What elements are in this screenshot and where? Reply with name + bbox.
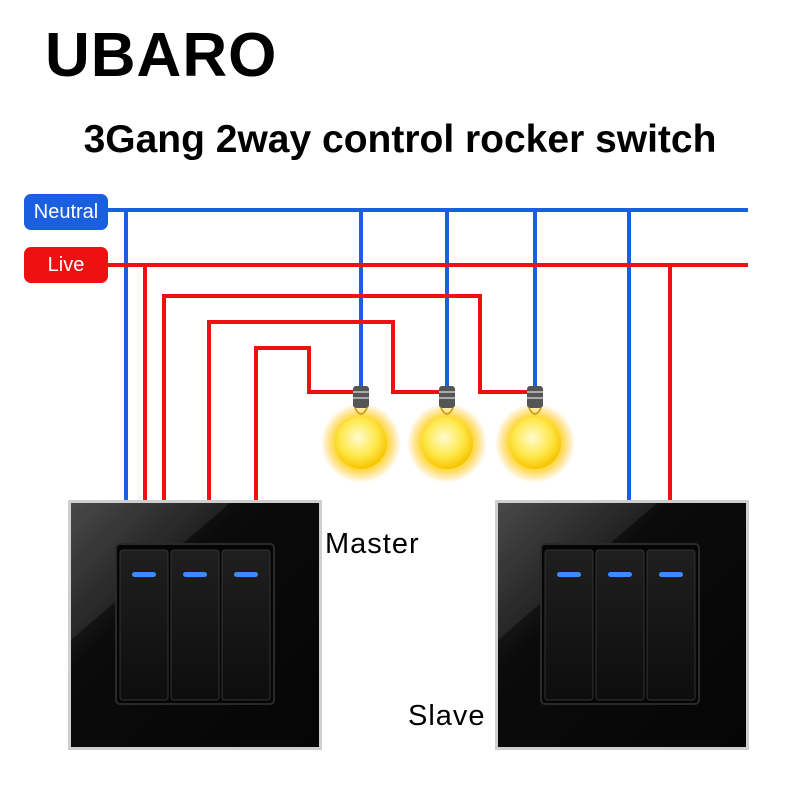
slave-switch-panel	[495, 500, 749, 750]
neutral-wires	[108, 208, 748, 500]
brand-logo: UBARO	[45, 21, 278, 90]
indicator-light	[608, 572, 632, 577]
live-label: Live	[24, 247, 108, 283]
live-bulb-1	[254, 346, 361, 500]
master-switch-panel	[68, 500, 322, 750]
live-wires	[108, 263, 748, 500]
rocker-switch-icon[interactable]	[595, 549, 645, 701]
indicator-light	[183, 572, 207, 577]
slave-label: Slave	[408, 700, 486, 732]
live-bulb-3	[162, 294, 535, 500]
indicator-light	[132, 572, 156, 577]
rocker-switch-icon[interactable]	[544, 549, 594, 701]
rocker-switch-icon[interactable]	[119, 549, 169, 701]
rocker-switch-icon[interactable]	[170, 549, 220, 701]
indicator-light	[557, 572, 581, 577]
neutral-label: Neutral	[24, 194, 108, 230]
indicator-light	[659, 572, 683, 577]
light-bulb-icon	[407, 386, 487, 483]
light-bulb-icon	[495, 386, 575, 483]
master-label: Master	[325, 528, 420, 560]
indicator-light	[234, 572, 258, 577]
light-bulb-icon	[321, 386, 401, 483]
diagram-title: 3Gang 2way control rocker switch	[83, 118, 717, 161]
rocker-switch-icon[interactable]	[646, 549, 696, 701]
live-bulb-2	[207, 320, 447, 500]
rocker-switch-icon[interactable]	[221, 549, 271, 701]
